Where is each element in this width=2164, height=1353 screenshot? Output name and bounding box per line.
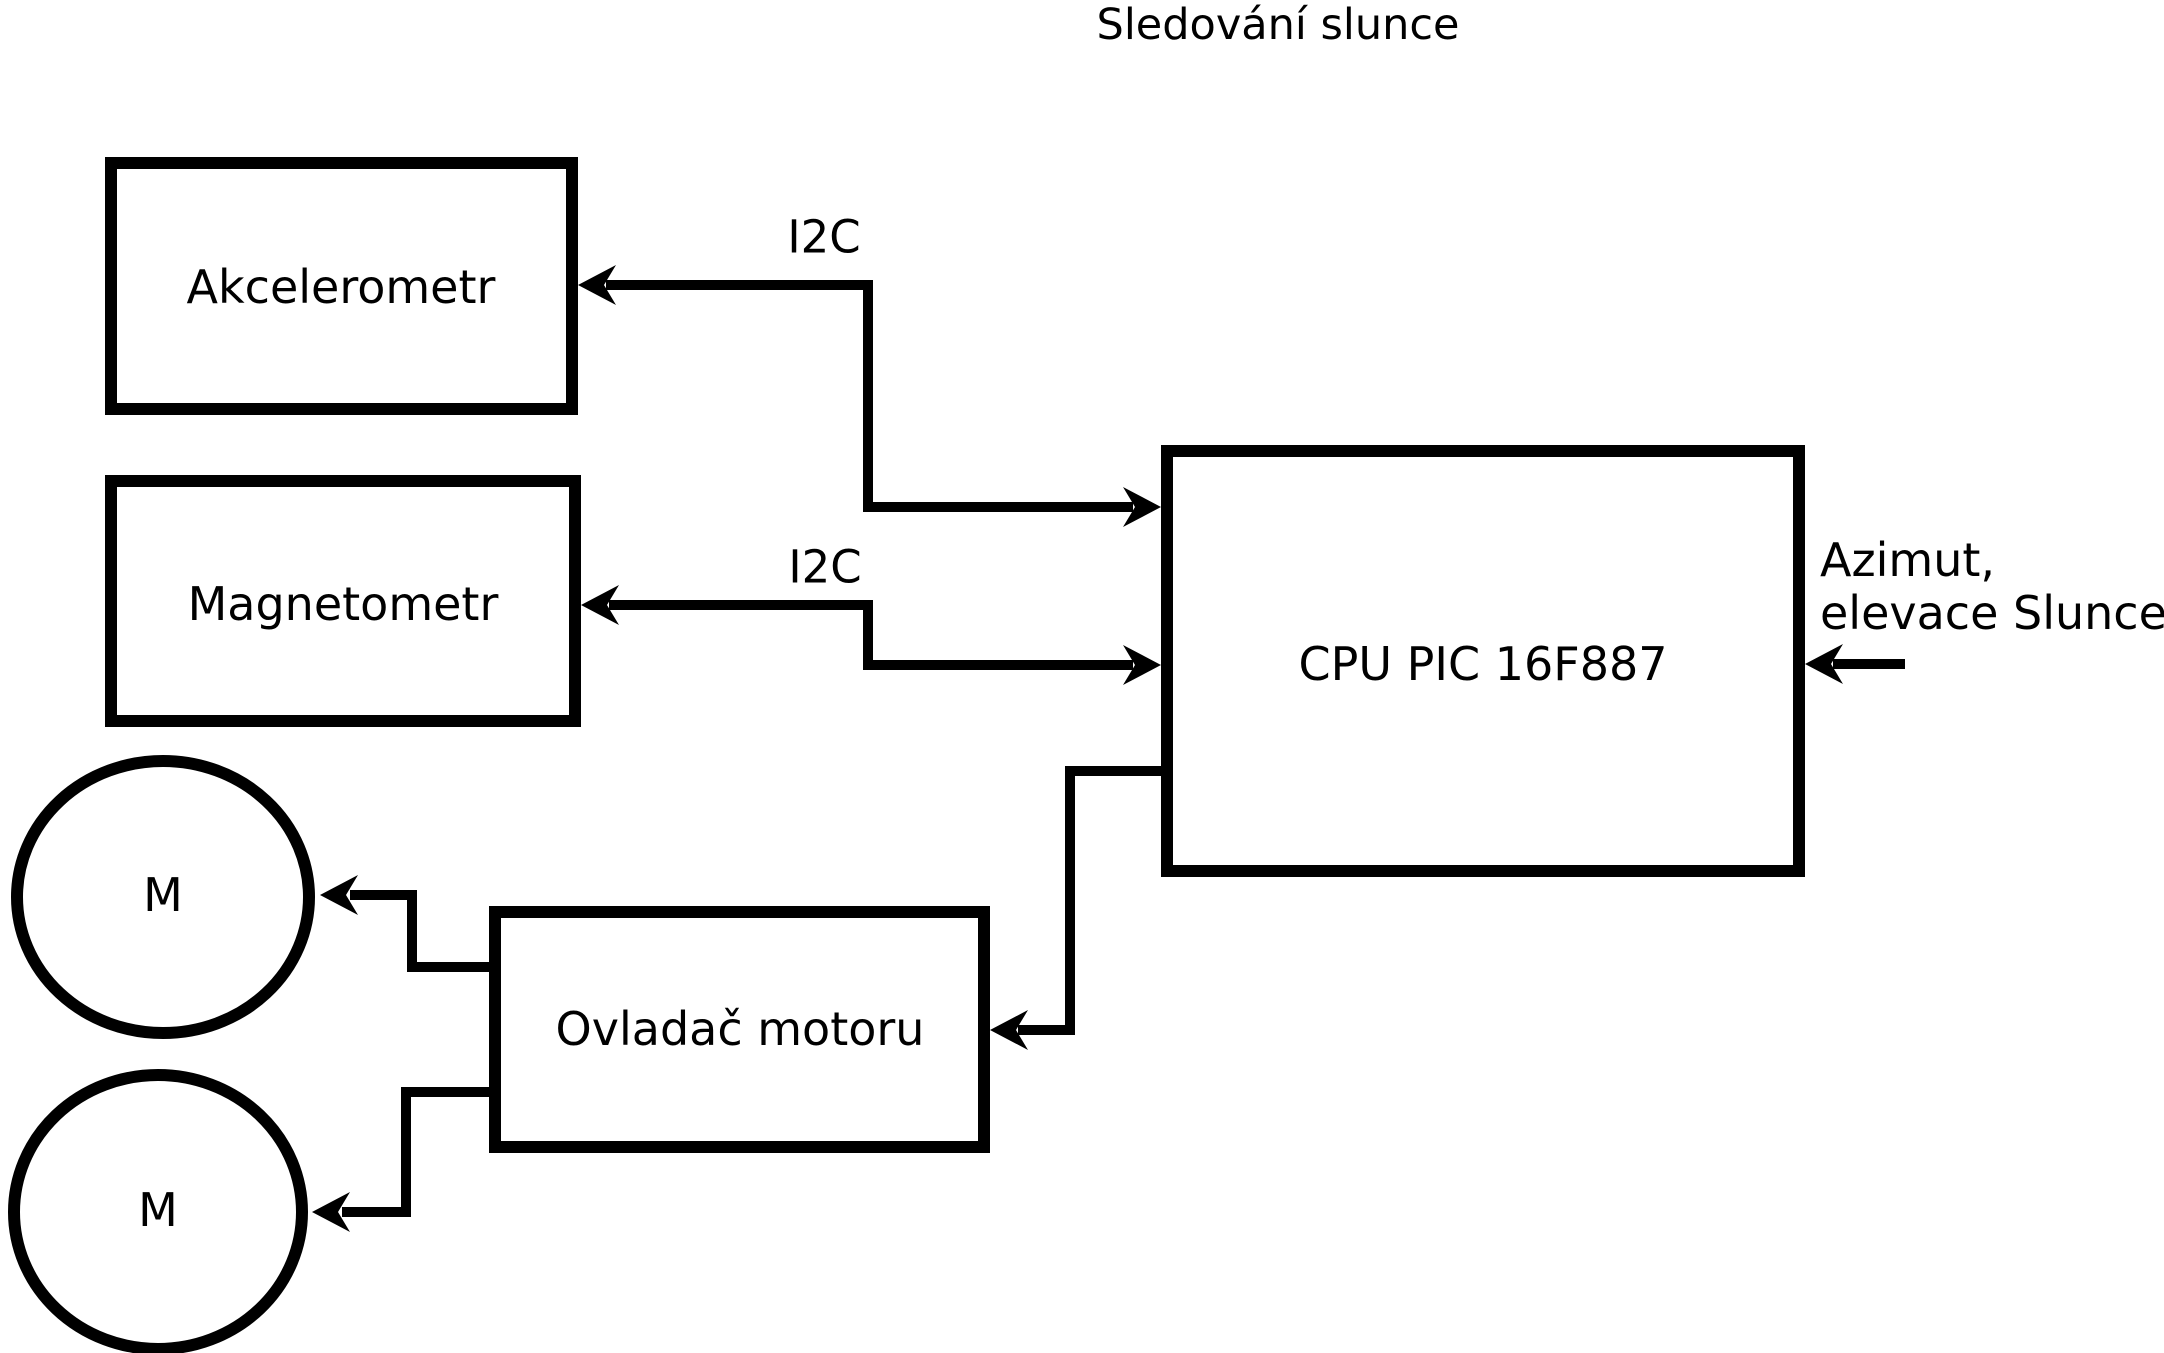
- magnetometer-box: [105, 475, 581, 727]
- accelerometer-label: Akcelerometr: [187, 260, 496, 314]
- motor-bottom-label: M: [138, 1183, 178, 1237]
- motor-bottom-circle: [8, 1069, 308, 1353]
- i2c-label-top: I2C: [787, 211, 860, 264]
- wire-i2c-accelerometer: I2C: [578, 211, 1161, 527]
- arrowhead-into-cpu-bottom: [1123, 645, 1161, 685]
- wire-i2c-magnetometer-path: [609, 600, 1133, 670]
- block-motor-driver: Ovladač motoru: [489, 906, 990, 1153]
- arrowhead-into-cpu-right: [1805, 644, 1843, 684]
- wire-driver-to-motor-bottom: [312, 1087, 489, 1232]
- wire-i2c-magnetometer: I2C: [581, 541, 1161, 685]
- motor-driver-box: [489, 906, 990, 1153]
- block-motor-top: M: [11, 755, 315, 1039]
- wire-azimut-input: Azimut, elevace Slunce: [1805, 533, 2164, 684]
- wire-cpu-to-motor-driver-path: [1018, 766, 1161, 1035]
- block-magnetometer: Magnetometr: [105, 475, 581, 727]
- block-accelerometer: Akcelerometr: [105, 157, 578, 415]
- motor-driver-label: Ovladač motoru: [556, 1002, 925, 1056]
- block-cpu: CPU PIC 16F887: [1161, 445, 1805, 877]
- i2c-label-bottom: I2C: [788, 541, 861, 594]
- diagram-title: Sledování slunce: [1097, 0, 1460, 50]
- azimut-label-line1: Azimut,: [1820, 533, 1995, 587]
- cpu-label: CPU PIC 16F887: [1299, 637, 1668, 691]
- arrowhead-into-motor-bottom: [312, 1192, 350, 1232]
- wire-cpu-to-motor-driver: [990, 766, 1161, 1050]
- arrowhead-into-cpu-top: [1123, 487, 1161, 527]
- wire-driver-to-motor-top-path: [350, 890, 489, 972]
- azimut-label-line2: elevace Slunce: [1820, 586, 2164, 640]
- wire-driver-to-motor-top: [320, 875, 489, 972]
- motor-top-circle: [11, 755, 315, 1039]
- arrowhead-into-motor-top: [320, 875, 358, 915]
- cpu-box: [1161, 445, 1805, 877]
- motor-top-label: M: [143, 868, 183, 922]
- magnetometer-label: Magnetometr: [188, 577, 499, 631]
- accelerometer-box: [105, 157, 578, 415]
- arrowhead-into-accelerometer: [578, 265, 616, 305]
- arrowhead-into-magnetometer: [581, 585, 619, 625]
- wire-driver-to-motor-bottom-path: [342, 1087, 489, 1217]
- block-motor-bottom: M: [8, 1069, 308, 1353]
- wire-i2c-accelerometer-path: [606, 280, 1133, 512]
- arrowhead-into-motor-driver: [990, 1010, 1028, 1050]
